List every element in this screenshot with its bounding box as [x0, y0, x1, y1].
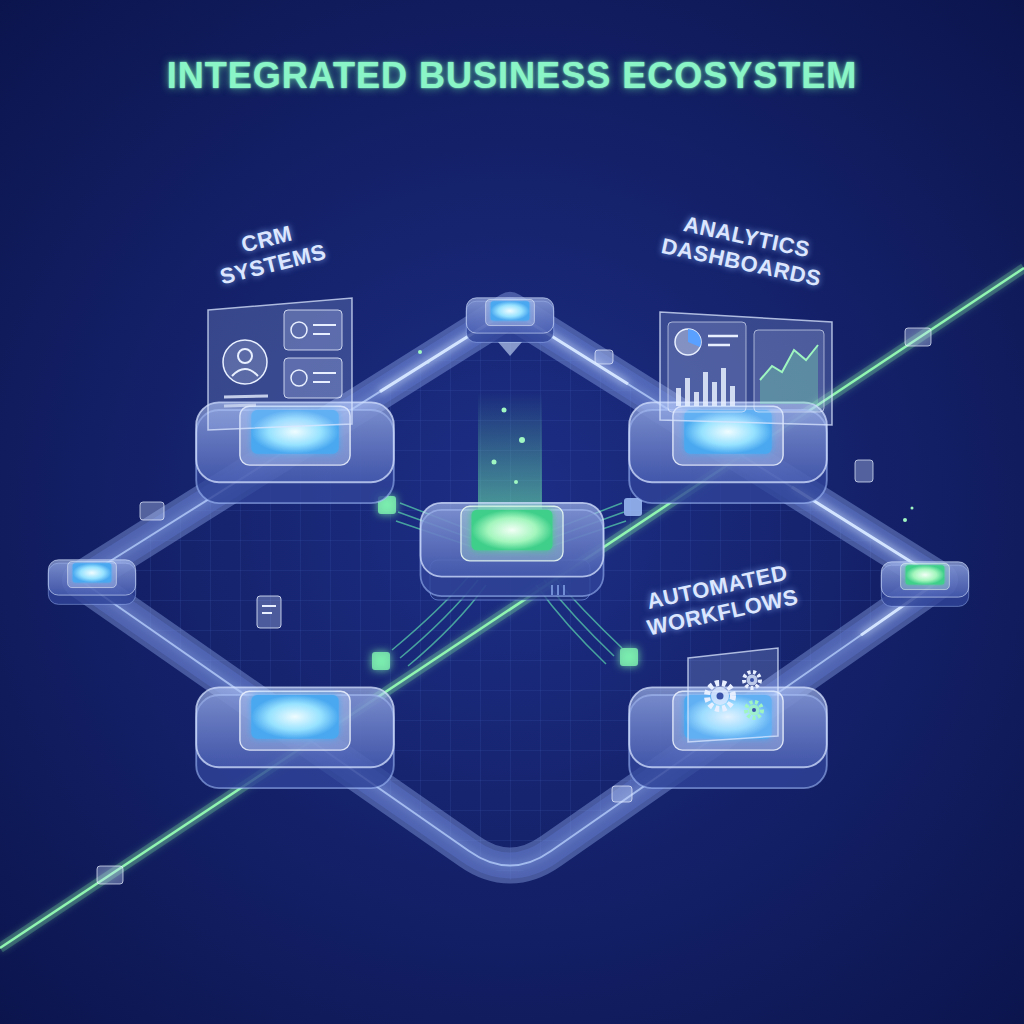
gear-hole — [752, 708, 756, 712]
ring-connector — [792, 487, 940, 635]
bar — [676, 388, 681, 406]
text-line — [262, 605, 276, 607]
data-card — [140, 502, 164, 520]
data-stream — [0, 268, 1024, 948]
text-line — [313, 324, 336, 326]
text-line — [224, 396, 268, 397]
glass-panel — [660, 312, 832, 425]
diagram-title: INTEGRATED BUSINESS ECOSYSTEM — [0, 54, 1024, 97]
small-platform — [48, 560, 135, 605]
avatar-head — [238, 349, 252, 363]
glass-panel — [688, 648, 778, 742]
line-chart — [760, 345, 818, 380]
particle — [492, 460, 497, 465]
chart-card — [754, 330, 824, 412]
particle — [502, 408, 507, 413]
vent — [557, 585, 559, 595]
vent — [563, 585, 565, 595]
gear-teeth — [707, 683, 733, 709]
analytics-panel — [660, 312, 832, 425]
circuit-traces — [392, 503, 626, 666]
data-chip — [372, 652, 390, 670]
data-card — [595, 350, 613, 364]
gear — [711, 687, 729, 705]
particle — [911, 507, 914, 510]
data-chip — [620, 648, 638, 666]
data-card — [855, 460, 873, 482]
text-line — [313, 381, 330, 383]
contact-card — [284, 358, 342, 398]
bar — [694, 392, 699, 406]
gear-hole — [750, 678, 754, 682]
hub-vents — [552, 585, 564, 595]
data-card — [612, 786, 632, 802]
text-line — [262, 612, 272, 614]
glass-panel — [208, 298, 352, 430]
contact-avatar — [291, 322, 307, 338]
workflow-node: AUTOMATED WORKFLOWS — [636, 560, 861, 775]
node-label: AUTOMATED WORKFLOWS — [632, 557, 807, 643]
bar — [730, 386, 735, 406]
data-card — [905, 328, 931, 346]
document-icon — [257, 596, 281, 628]
data-chip — [624, 498, 642, 516]
bar — [685, 378, 690, 406]
particle — [519, 437, 525, 443]
workflow-panel — [688, 648, 778, 742]
contact-card — [284, 310, 342, 350]
text-line — [708, 344, 730, 347]
gear — [749, 705, 760, 716]
avatar-ring — [223, 340, 267, 384]
gear-hole — [717, 693, 724, 700]
data-cards — [97, 328, 931, 884]
node-label: CRM SYSTEMS — [200, 211, 341, 293]
pie-slice — [688, 329, 701, 347]
contact-avatar — [291, 370, 307, 386]
document — [257, 596, 281, 628]
vent — [551, 585, 553, 595]
pie-chart — [675, 329, 701, 355]
central-hub — [420, 503, 603, 596]
chart-card — [668, 322, 746, 412]
node-label: ANALYTICS DASHBOARDS — [654, 207, 833, 294]
title-area: INTEGRATED BUSINESS ECOSYSTEM — [0, 54, 1024, 97]
crm-panel — [208, 298, 352, 430]
gear-teeth — [746, 702, 762, 718]
bar-chart — [676, 368, 735, 406]
text-line — [313, 333, 330, 335]
crm-node: CRM SYSTEMS — [190, 212, 380, 487]
particle — [418, 350, 422, 354]
gear-teeth — [744, 672, 760, 688]
down-marker — [498, 342, 522, 356]
text-line — [313, 372, 336, 374]
data-card — [97, 866, 123, 884]
light-beam — [478, 392, 542, 510]
text-line — [224, 405, 256, 406]
gear — [747, 675, 758, 686]
bar — [703, 372, 708, 406]
particle — [903, 518, 907, 522]
area-chart — [760, 345, 818, 404]
text-line — [708, 335, 738, 338]
bar — [721, 368, 726, 406]
platform — [196, 687, 394, 788]
small-platform — [466, 298, 553, 343]
bar — [712, 382, 717, 406]
data-stream-glow — [0, 268, 1024, 948]
particle — [514, 480, 518, 484]
analytics-node: ANALYTICS DASHBOARDS — [628, 212, 863, 487]
avatar-body — [232, 369, 258, 376]
small-platform — [881, 562, 968, 607]
